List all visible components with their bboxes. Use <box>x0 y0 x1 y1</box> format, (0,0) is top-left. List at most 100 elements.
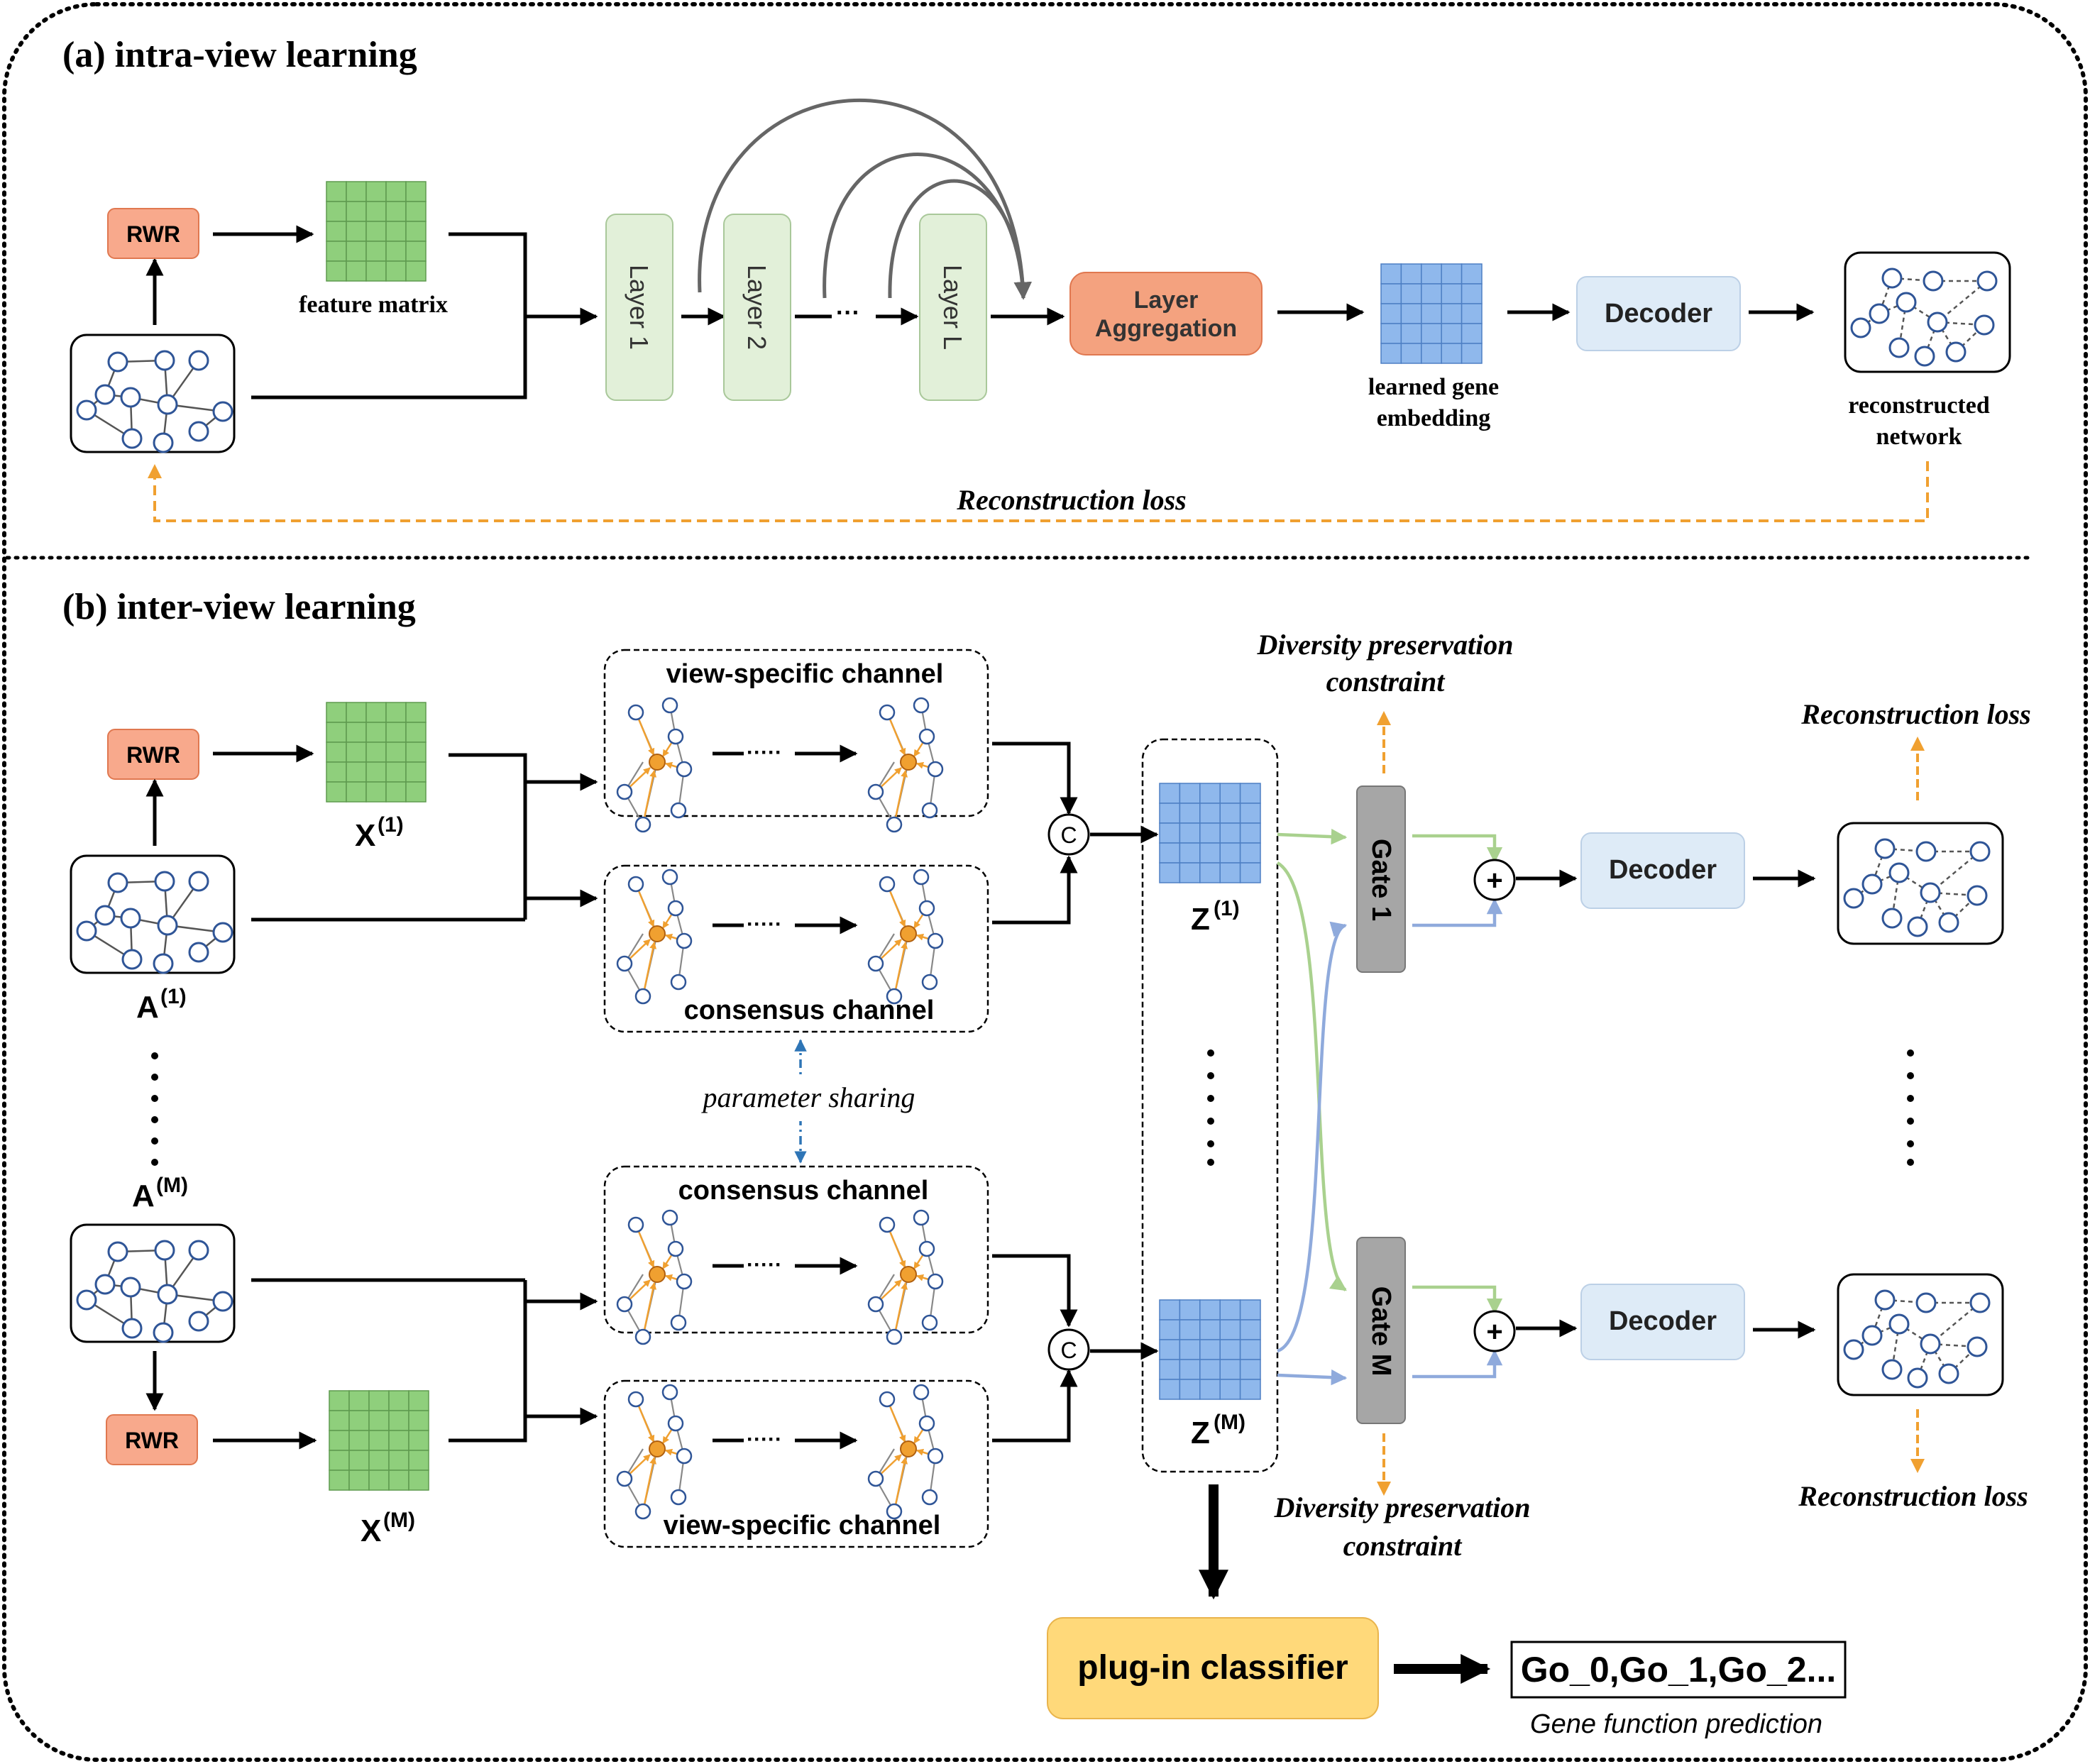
embedding-z1 <box>1159 783 1261 883</box>
decoder-a: Decoder <box>1576 276 1741 351</box>
label-a1: A (1) <box>136 985 187 1025</box>
go-output-box: Go_0,Go_1,Go_2... <box>1510 1641 1847 1699</box>
a1-sup: (1) <box>160 985 187 1008</box>
connector-x1 <box>449 753 527 920</box>
z1-base: Z <box>1191 902 1210 937</box>
gate-routing <box>1276 828 1348 1386</box>
zm-base: Z <box>1191 1416 1210 1450</box>
z-column <box>1141 738 1279 1473</box>
rwr-box-b1: RWR <box>107 729 199 780</box>
svg-text:·····: ····· <box>747 913 782 936</box>
svg-text:·····: ····· <box>747 1428 782 1451</box>
vertical-dots-z <box>1207 1049 1214 1166</box>
view-specific-channel-m: ····· view-specific channel <box>603 1379 989 1548</box>
learned-embedding-matrix <box>1380 263 1483 364</box>
go-output-label: Go_0,Go_1,Go_2... <box>1521 1650 1837 1689</box>
connector-matrix-a <box>449 232 598 326</box>
feature-matrix-a <box>326 181 427 282</box>
label-am: A (M) <box>132 1174 188 1213</box>
rwr-label-bm: RWR <box>125 1428 179 1453</box>
vertical-dots-recon <box>1907 1049 1914 1166</box>
skip-connections <box>698 98 1032 300</box>
diversity-1-label-2: constraint <box>1326 666 1446 698</box>
svg-text:·····: ····· <box>747 1253 782 1277</box>
connector-net-a <box>251 316 527 399</box>
embedding-zm <box>1159 1299 1261 1400</box>
a1-base: A <box>136 990 159 1025</box>
vscm-to-concat <box>992 1369 1078 1443</box>
gate-m-label: Gate M <box>1366 1286 1396 1377</box>
ccm-to-concat <box>992 1254 1078 1328</box>
decoder-bm-label: Decoder <box>1609 1306 1717 1336</box>
gate1-blue-out <box>1412 898 1503 927</box>
cc1-to-concat <box>992 855 1078 925</box>
layer-L-label: Layer L <box>938 265 967 350</box>
feature-matrix-xm <box>329 1390 429 1491</box>
panel-b-title: (b) inter-view learning <box>62 587 416 627</box>
rwr-label-b1: RWR <box>126 742 180 768</box>
plus-node-1: + <box>1473 859 1516 901</box>
layer-aggregation-label-2: Aggregation <box>1095 315 1237 342</box>
plus-m-label: + <box>1486 1316 1502 1347</box>
x1-sup: (1) <box>378 813 404 837</box>
reconstructed-network-bm <box>1837 1273 2004 1396</box>
vertical-dots-views <box>151 1052 158 1166</box>
concat-m-label: C <box>1060 1338 1077 1363</box>
layer-1-label: Layer 1 <box>625 265 654 350</box>
gate1-green-out <box>1412 834 1503 864</box>
xm-base: X <box>361 1514 381 1548</box>
decoder-a-label: Decoder <box>1605 299 1712 329</box>
layer-2: Layer 2 <box>723 214 791 401</box>
am-sup: (M) <box>156 1174 188 1197</box>
ccm-label: consensus channel <box>678 1176 929 1206</box>
reconstructed-label-1: reconstructed <box>1848 392 1990 419</box>
am-base: A <box>132 1179 155 1213</box>
layer-aggregation: Layer Aggregation <box>1069 272 1263 355</box>
gatem-green-out <box>1412 1285 1503 1315</box>
reconstructed-network-b1 <box>1837 822 2004 945</box>
diversity-m-label-1: Diversity preservation <box>1273 1492 1530 1523</box>
zm-sup: (M) <box>1214 1411 1245 1434</box>
gate-1: Gate 1 <box>1356 785 1406 973</box>
rwr-box-bm: RWR <box>106 1414 198 1465</box>
reconstructed-network-a <box>1844 251 2011 373</box>
vsc1-to-concat <box>992 742 1078 815</box>
rwr-box-a: RWR <box>107 208 199 259</box>
reconstruction-loss-label-a: Reconstruction loss <box>956 484 1186 516</box>
panel-a-title: (a) intra-view learning <box>62 35 417 75</box>
svg-text:·····: ····· <box>747 741 782 764</box>
decoder-b1: Decoder <box>1580 832 1745 909</box>
label-zm: Z (M) <box>1191 1411 1245 1450</box>
input-network-a1 <box>70 854 236 974</box>
layer-1: Layer 1 <box>605 214 673 401</box>
plug-in-classifier: plug-in classifier <box>1047 1617 1379 1719</box>
plus-1-label: + <box>1486 865 1502 896</box>
reconstructed-label-2: network <box>1876 424 1962 450</box>
cc1-label: consensus channel <box>684 996 935 1025</box>
parameter-sharing-label: parameter sharing <box>701 1081 915 1113</box>
layer-aggregation-label-1: Layer <box>1134 287 1199 314</box>
label-xm: X (M) <box>361 1509 415 1548</box>
diversity-m-label-2: constraint <box>1343 1530 1463 1562</box>
label-x1: X (1) <box>355 813 404 853</box>
feature-matrix-x1 <box>326 702 427 803</box>
layer-2-label: Layer 2 <box>742 265 771 350</box>
classifier-label: plug-in classifier <box>1077 1649 1348 1687</box>
recon-loss-label-bm: Reconstruction loss <box>1798 1480 2028 1512</box>
gate-1-label: Gate 1 <box>1366 839 1396 921</box>
decoder-bm: Decoder <box>1580 1284 1745 1360</box>
z1-sup: (1) <box>1214 897 1240 920</box>
decoder-b1-label: Decoder <box>1609 855 1717 885</box>
diversity-1-label-1: Diversity preservation <box>1256 629 1513 661</box>
consensus-channel-m: consensus channel ····· <box>603 1165 989 1344</box>
consensus-channel-1: ····· consensus channel <box>603 864 989 1033</box>
plus-node-m: + <box>1473 1310 1516 1352</box>
layer-L: Layer L <box>919 214 987 401</box>
vscm-label: view-specific channel <box>664 1511 941 1540</box>
gate-m: Gate M <box>1356 1237 1406 1424</box>
vsc1-label: view-specific channel <box>666 659 944 689</box>
recon-loss-label-b1: Reconstruction loss <box>1800 698 2030 730</box>
label-z1: Z (1) <box>1191 897 1240 937</box>
xm-sup: (M) <box>383 1509 415 1532</box>
